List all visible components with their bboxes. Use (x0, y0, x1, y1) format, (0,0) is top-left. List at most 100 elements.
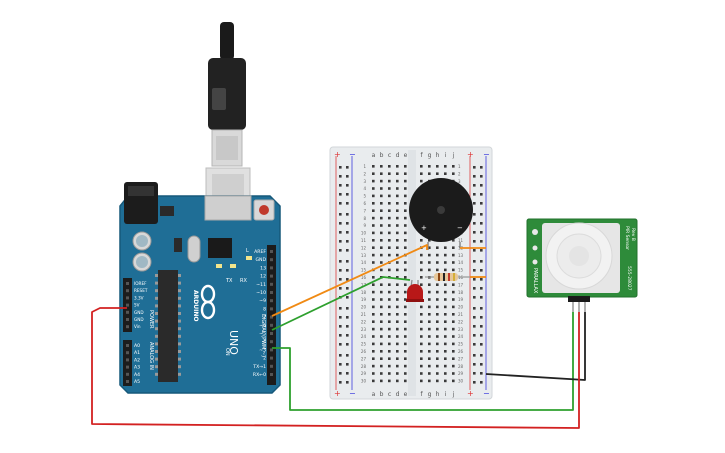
rail-hole[interactable] (473, 354, 476, 357)
breadboard-hole[interactable] (372, 283, 375, 286)
breadboard-hole[interactable] (404, 165, 407, 168)
breadboard-hole[interactable] (396, 276, 399, 279)
rail-hole[interactable] (473, 193, 476, 196)
breadboard-hole[interactable] (444, 379, 447, 383)
breadboard-hole[interactable] (436, 379, 439, 383)
breadboard-hole[interactable] (428, 290, 431, 294)
breadboard-hole[interactable] (396, 372, 399, 375)
breadboard-hole[interactable] (380, 231, 383, 235)
breadboard-hole[interactable] (452, 357, 455, 360)
rail-hole[interactable] (346, 287, 349, 290)
breadboard-hole[interactable] (396, 342, 399, 346)
breadboard-hole[interactable] (428, 172, 431, 175)
digital-pin-hole[interactable] (270, 340, 273, 344)
rail-hole[interactable] (473, 166, 476, 169)
breadboard-hole[interactable] (420, 179, 423, 183)
breadboard-hole[interactable] (396, 364, 399, 368)
digital-pin-hole[interactable] (270, 266, 273, 270)
breadboard-hole[interactable] (404, 268, 407, 272)
breadboard-hole[interactable] (380, 335, 383, 338)
rail-hole[interactable] (473, 240, 476, 243)
breadboard-hole[interactable] (380, 253, 383, 257)
breadboard-hole[interactable] (380, 209, 383, 212)
breadboard-hole[interactable] (388, 187, 391, 190)
breadboard-hole[interactable] (372, 364, 375, 368)
rail-hole[interactable] (339, 184, 342, 187)
rail-hole[interactable] (480, 343, 483, 346)
rail-hole[interactable] (346, 372, 349, 375)
breadboard-hole[interactable] (372, 209, 375, 212)
breadboard-hole[interactable] (396, 268, 399, 272)
breadboard-hole[interactable] (452, 290, 455, 294)
analog-pin-hole[interactable] (126, 344, 129, 347)
breadboard-hole[interactable] (452, 261, 455, 264)
rail-hole[interactable] (339, 240, 342, 243)
breadboard-hole[interactable] (380, 194, 383, 198)
breadboard-hole[interactable] (436, 290, 439, 294)
breadboard-hole[interactable] (436, 283, 439, 286)
breadboard-hole[interactable] (436, 305, 439, 309)
digital-pin-hole[interactable] (270, 348, 273, 352)
breadboard-hole[interactable] (388, 216, 391, 220)
breadboard-hole[interactable] (396, 290, 399, 294)
breadboard-hole[interactable] (388, 209, 391, 212)
breadboard-hole[interactable] (428, 268, 431, 272)
breadboard-hole[interactable] (372, 327, 375, 331)
rail-hole[interactable] (480, 213, 483, 216)
breadboard-hole[interactable] (380, 357, 383, 360)
rail-hole[interactable] (339, 307, 342, 310)
breadboard-hole[interactable] (372, 342, 375, 346)
rail-hole[interactable] (339, 363, 342, 366)
breadboard-hole[interactable] (396, 305, 399, 309)
breadboard-hole[interactable] (380, 187, 383, 190)
breadboard-hole[interactable] (444, 313, 447, 316)
breadboard-hole[interactable] (380, 202, 383, 205)
breadboard-hole[interactable] (404, 350, 407, 353)
breadboard-hole[interactable] (380, 342, 383, 346)
breadboard-hole[interactable] (452, 364, 455, 368)
rail-hole[interactable] (339, 325, 342, 328)
power-pin-hole[interactable] (126, 325, 129, 329)
breadboard-hole[interactable] (428, 253, 431, 257)
analog-pin-hole[interactable] (126, 380, 129, 383)
breadboard-hole[interactable] (396, 379, 399, 383)
breadboard-hole[interactable] (428, 305, 431, 309)
rail-hole[interactable] (473, 184, 476, 187)
breadboard-hole[interactable] (372, 350, 375, 353)
rail-hole[interactable] (346, 240, 349, 243)
breadboard-hole[interactable] (388, 239, 391, 242)
power-pin-hole[interactable] (126, 310, 129, 314)
breadboard-hole[interactable] (428, 350, 431, 353)
breadboard-hole[interactable] (404, 187, 407, 190)
breadboard-hole[interactable] (428, 379, 431, 383)
rail-hole[interactable] (473, 175, 476, 178)
breadboard-hole[interactable] (396, 209, 399, 212)
breadboard-hole[interactable] (404, 313, 407, 316)
breadboard-hole[interactable] (420, 357, 423, 360)
rail-hole[interactable] (473, 202, 476, 205)
breadboard-hole[interactable] (452, 253, 455, 257)
breadboard-hole[interactable] (452, 379, 455, 383)
breadboard-hole[interactable] (372, 187, 375, 190)
breadboard-hole[interactable] (404, 290, 407, 294)
breadboard-hole[interactable] (428, 342, 431, 346)
breadboard-hole[interactable] (396, 261, 399, 264)
breadboard-hole[interactable] (404, 216, 407, 220)
breadboard-hole[interactable] (452, 246, 455, 249)
breadboard-hole[interactable] (380, 261, 383, 264)
breadboard-hole[interactable] (420, 239, 423, 242)
breadboard-hole[interactable] (372, 202, 375, 205)
rail-hole[interactable] (480, 249, 483, 252)
breadboard-hole[interactable] (452, 372, 455, 375)
rail-hole[interactable] (346, 325, 349, 328)
breadboard-hole[interactable] (380, 216, 383, 220)
breadboard-hole[interactable] (372, 194, 375, 198)
rail-hole[interactable] (346, 231, 349, 234)
breadboard-hole[interactable] (436, 372, 439, 375)
breadboard-hole[interactable] (444, 246, 447, 249)
breadboard-hole[interactable] (444, 364, 447, 368)
rail-hole[interactable] (346, 278, 349, 281)
breadboard-hole[interactable] (428, 364, 431, 368)
breadboard-hole[interactable] (420, 165, 423, 168)
rail-hole[interactable] (480, 222, 483, 225)
